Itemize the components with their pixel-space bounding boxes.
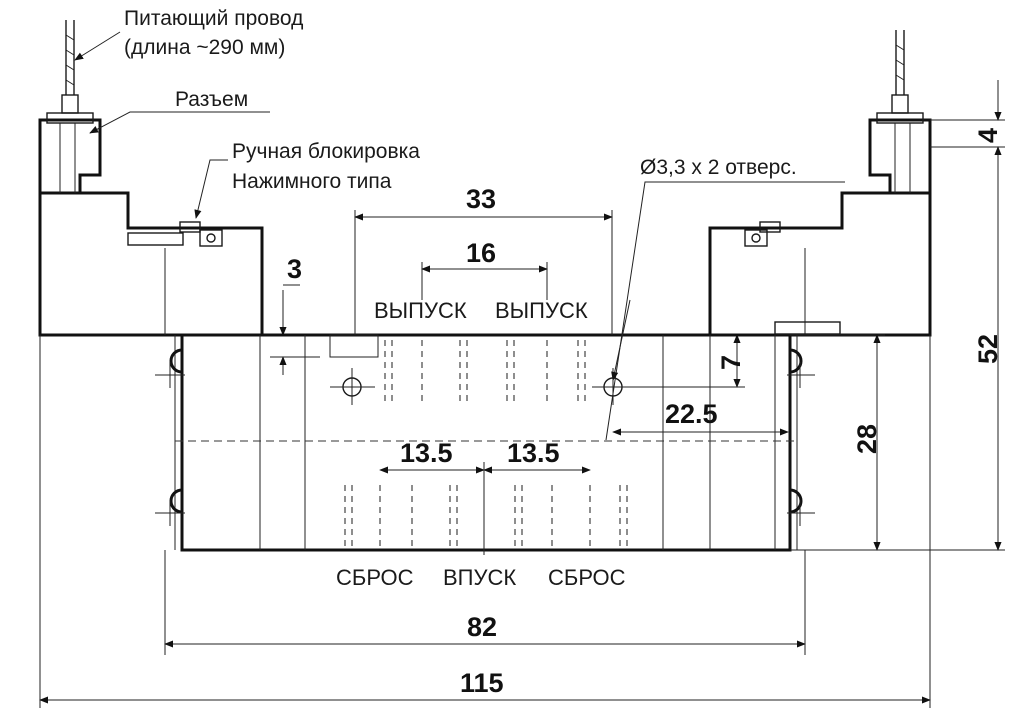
dim-28: 28 <box>852 424 882 454</box>
mounting-holes <box>330 368 680 405</box>
dim-33: 33 <box>466 184 496 214</box>
power-wire-label: Питающий провод <box>124 7 303 30</box>
manual-override-right <box>744 221 841 335</box>
port-inlet: ВПУСК <box>443 565 516 590</box>
dim-13-5-right: 13.5 <box>507 438 560 468</box>
dim-16: 16 <box>466 238 496 268</box>
left-connector <box>38 20 102 193</box>
holes-label: Ø3,3 x 2 отверс. <box>640 156 797 179</box>
manual-override-label: Ручная блокировка <box>232 140 420 163</box>
dim-22-5: 22.5 <box>665 399 718 429</box>
port-exhaust-b: ВЫПУСК <box>495 298 588 323</box>
mounting-notches <box>155 348 815 526</box>
dim-52: 52 <box>973 334 1003 364</box>
port-reset-right: СБРОС <box>548 565 626 590</box>
manual-override-type-label: Нажимного типа <box>232 170 392 193</box>
lower-body-outline <box>180 335 792 552</box>
dim-4: 4 <box>973 128 1003 143</box>
dim-115: 115 <box>460 668 504 698</box>
dim-82: 82 <box>467 612 497 642</box>
port-reset-left: СБРОС <box>336 565 414 590</box>
dim-3: 3 <box>287 254 302 284</box>
dim-7: 7 <box>716 355 746 370</box>
right-connector <box>868 30 932 193</box>
port-exhaust-a: ВЫПУСК <box>374 298 467 323</box>
dim-13-5-left: 13.5 <box>400 438 453 468</box>
manual-override-left <box>127 221 223 247</box>
power-wire-length-label: (длина ~290 мм) <box>124 36 285 59</box>
connector-label: Разъем <box>175 88 248 111</box>
port-hidden-lines <box>344 340 628 550</box>
